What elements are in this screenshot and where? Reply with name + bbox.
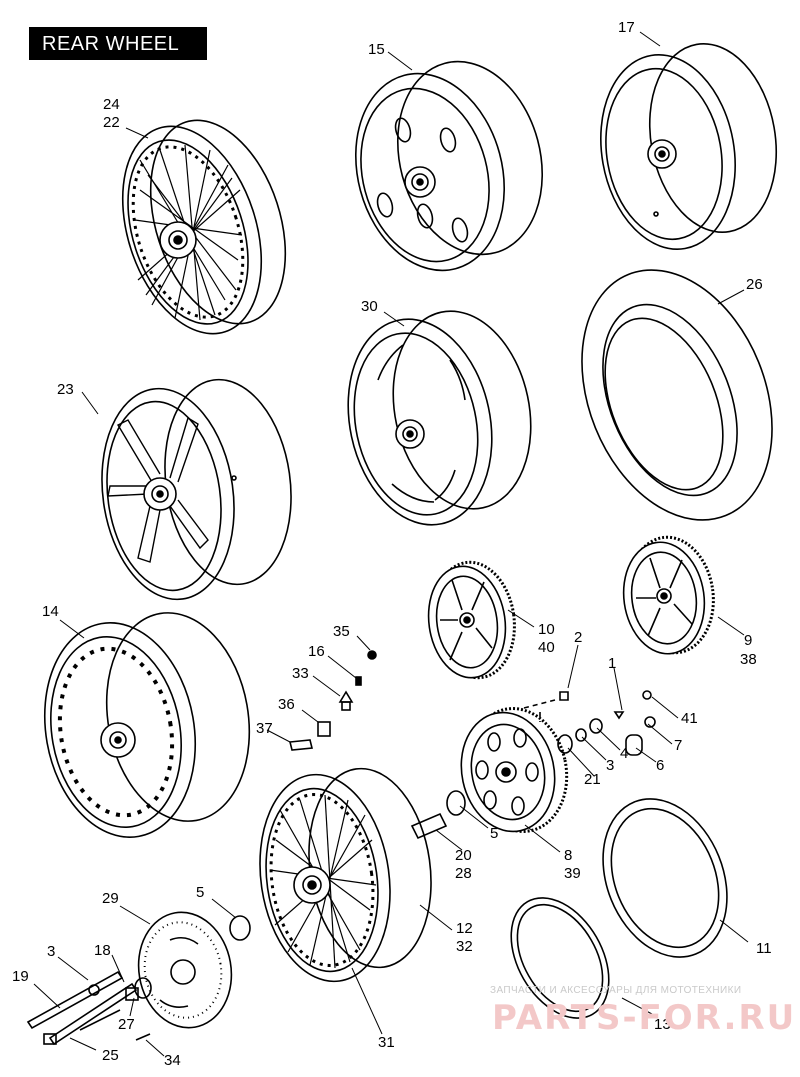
callout-37: 37 [256, 720, 273, 737]
callout-38: 38 [740, 651, 757, 668]
callout-13: 13 [654, 1016, 671, 1033]
belt-11 [602, 798, 728, 958]
callout-30: 30 [361, 298, 378, 315]
callout-40: 40 [538, 639, 555, 656]
callout-28: 28 [455, 865, 472, 882]
perforated-wheel-14 [43, 612, 251, 838]
callout-16: 16 [308, 643, 325, 660]
pulley-9-38 [622, 535, 715, 655]
callout-31: 31 [378, 1034, 395, 1051]
callout-14: 14 [42, 603, 59, 620]
callout-3b: 3 [47, 943, 56, 960]
axle-hardware [26, 915, 251, 1046]
title-banner: REAR WHEEL [29, 27, 207, 60]
callout-35: 35 [333, 623, 350, 640]
callout-26: 26 [746, 276, 763, 293]
callout-29: 29 [102, 890, 119, 907]
callout-10: 10 [538, 621, 555, 638]
spoke-wheel-24-22 [121, 119, 287, 335]
callout-23: 23 [57, 381, 74, 398]
rear-pulley-8-39 [410, 690, 656, 840]
callout-36: 36 [278, 696, 295, 713]
solid-wheel-17 [600, 43, 778, 250]
tire-26 [581, 269, 773, 521]
callout-1: 1 [608, 655, 617, 672]
callout-2: 2 [574, 629, 583, 646]
callout-4: 4 [620, 745, 629, 762]
callout-34: 34 [164, 1052, 181, 1069]
cast-wheel-23 [101, 378, 292, 601]
pulley-10-40 [427, 560, 516, 680]
callout-5a: 5 [490, 825, 499, 842]
callout-17: 17 [618, 19, 635, 36]
callout-20: 20 [455, 847, 472, 864]
drive-belt-13 [510, 897, 610, 1019]
callout-33: 33 [292, 665, 309, 682]
callout-39: 39 [564, 865, 581, 882]
watermark-brand: PARTS-FOR.RU [492, 998, 797, 1038]
callout-12: 12 [456, 920, 473, 937]
callout-27: 27 [118, 1016, 135, 1033]
watermark-tagline: ЗАПЧАСТИ И АКСЕССУАРЫ ДЛЯ МОТОТЕХНИКИ [490, 985, 742, 996]
callout-18: 18 [94, 942, 111, 959]
callout-6: 6 [656, 757, 665, 774]
callout-24: 24 [103, 96, 120, 113]
callout-15: 15 [368, 41, 385, 58]
callout-11: 11 [756, 940, 772, 957]
callout-7: 7 [674, 737, 683, 754]
callout-19: 19 [12, 968, 29, 985]
disc-wheel-15 [354, 60, 544, 272]
spoke-wheel-12-32 [259, 767, 432, 983]
callout-3: 3 [606, 757, 615, 774]
callout-25: 25 [102, 1047, 119, 1064]
slotted-wheel-30 [347, 310, 532, 526]
callout-41: 41 [681, 710, 698, 727]
callout-21: 21 [584, 771, 601, 788]
callout-22: 22 [103, 114, 120, 131]
leader-lines [33, 31, 749, 1057]
callout-8: 8 [564, 847, 573, 864]
callout-9: 9 [744, 632, 753, 649]
small-hardware-valve-weights [288, 650, 377, 751]
page-title: REAR WHEEL [42, 33, 180, 55]
callout-32: 32 [456, 938, 473, 955]
brake-disc-29 [137, 911, 233, 1029]
callout-5b: 5 [196, 884, 205, 901]
